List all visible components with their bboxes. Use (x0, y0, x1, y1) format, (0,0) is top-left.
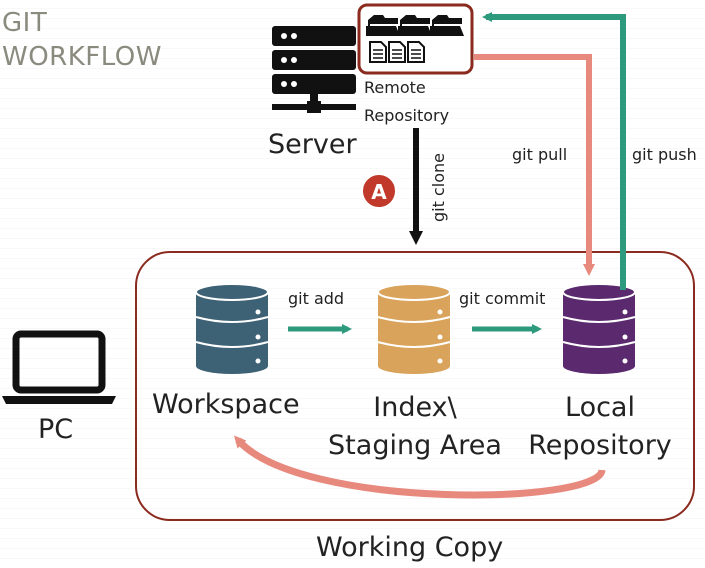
local-repository-label-line-1: Local (565, 392, 635, 423)
git-pull-label: git pull (512, 145, 568, 164)
git-add-label: git add (288, 289, 345, 308)
git-commit-label: git commit (459, 289, 546, 308)
remote-repository-label: Remote Repository (364, 74, 449, 130)
workspace-database-icon (195, 283, 269, 374)
local-repository-label: Local Repository (510, 389, 690, 465)
title-line-2: WORKFLOW (2, 42, 162, 72)
server-icon (272, 26, 356, 113)
folder-icon (430, 15, 464, 36)
working-copy-frame (135, 251, 695, 521)
badge-circle (361, 173, 397, 209)
document-icon (388, 41, 406, 63)
diagram-title: GIT WORKFLOW (2, 6, 162, 74)
local-repository-database-icon (562, 283, 636, 374)
document-icon (369, 41, 387, 63)
index-label-line-1: Index\ (373, 392, 457, 423)
index-label-line-2: Staging Area (328, 430, 502, 461)
badge-letter: A (371, 180, 387, 204)
title-line-1: GIT (2, 8, 48, 38)
index-database-icon (377, 283, 451, 374)
remote-repository-label-line-2: Repository (364, 106, 450, 125)
workspace-label: Workspace (152, 389, 300, 420)
git-pull-arrow (474, 54, 595, 276)
local-repository-label-line-2: Repository (528, 430, 672, 461)
checkout-curved-arrow (234, 435, 606, 499)
laptop-icon (2, 330, 116, 404)
remote-repository-label-line-1: Remote (364, 78, 426, 97)
git-clone-label: git clone (429, 153, 448, 222)
folder-icon (398, 15, 432, 36)
git-push-arrow (482, 12, 626, 290)
working-copy-label: Working Copy (316, 532, 504, 563)
pc-label: PC (38, 414, 74, 445)
folder-icon (366, 15, 400, 36)
document-icon (407, 41, 425, 63)
index-label: Index\ Staging Area (320, 389, 510, 465)
git-push-label: git push (632, 145, 697, 164)
server-label: Server (268, 129, 357, 160)
